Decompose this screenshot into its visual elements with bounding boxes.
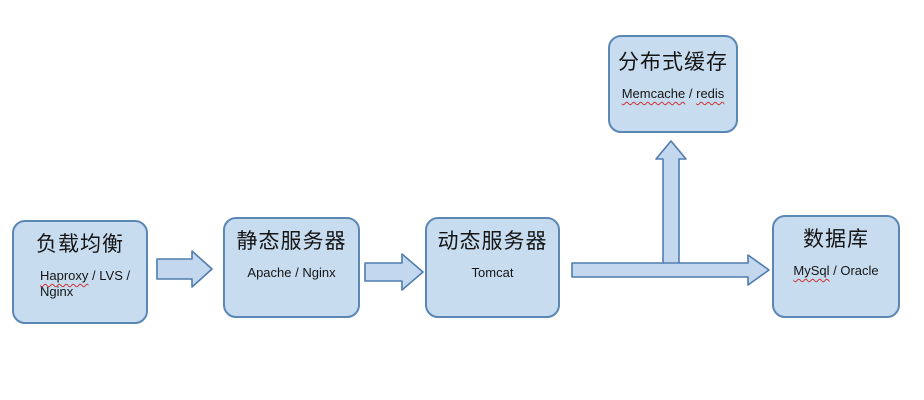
node-dynamic-server[interactable]: 动态服务器 Tomcat bbox=[425, 217, 560, 318]
misspelled-word: Haproxy bbox=[40, 268, 89, 283]
node-dynamic-server-title: 动态服务器 bbox=[437, 229, 548, 253]
node-load-balancer-title: 负载均衡 bbox=[36, 232, 124, 256]
node-static-server-subtitle: Apache / Nginx bbox=[247, 265, 336, 280]
node-static-server-title: 静态服务器 bbox=[236, 229, 347, 253]
node-database[interactable]: 数据库 MySql / Oracle bbox=[772, 215, 900, 318]
node-distributed-cache[interactable]: 分布式缓存 Memcache / redis bbox=[608, 35, 738, 133]
node-database-title: 数据库 bbox=[803, 227, 869, 251]
misspelled-word: MySql bbox=[793, 263, 830, 278]
node-load-balancer-subtitle: Haproxy / LVS / Nginx bbox=[14, 268, 146, 300]
node-distributed-cache-subtitle: Memcache / redis bbox=[622, 86, 725, 102]
node-static-server[interactable]: 静态服务器 Apache / Nginx bbox=[223, 217, 360, 318]
subtitle-text: / LVS / Nginx bbox=[40, 268, 131, 299]
arrow-right-lb-to-static[interactable] bbox=[156, 250, 213, 288]
arrow-up-to-cache[interactable] bbox=[655, 140, 687, 265]
misspelled-word: Memcache bbox=[621, 86, 686, 101]
arrow-right-dynamic-to-database[interactable] bbox=[571, 254, 770, 286]
node-database-subtitle: MySql / Oracle bbox=[793, 263, 878, 279]
node-distributed-cache-title: 分布式缓存 bbox=[618, 50, 728, 74]
node-dynamic-server-subtitle: Tomcat bbox=[471, 265, 514, 280]
subtitle-text: / bbox=[685, 86, 697, 101]
subtitle-text: / Oracle bbox=[829, 263, 879, 278]
misspelled-word: redis bbox=[696, 86, 725, 101]
node-load-balancer[interactable]: 负载均衡 Haproxy / LVS / Nginx bbox=[12, 220, 148, 324]
arrow-right-static-to-dynamic[interactable] bbox=[364, 253, 424, 291]
